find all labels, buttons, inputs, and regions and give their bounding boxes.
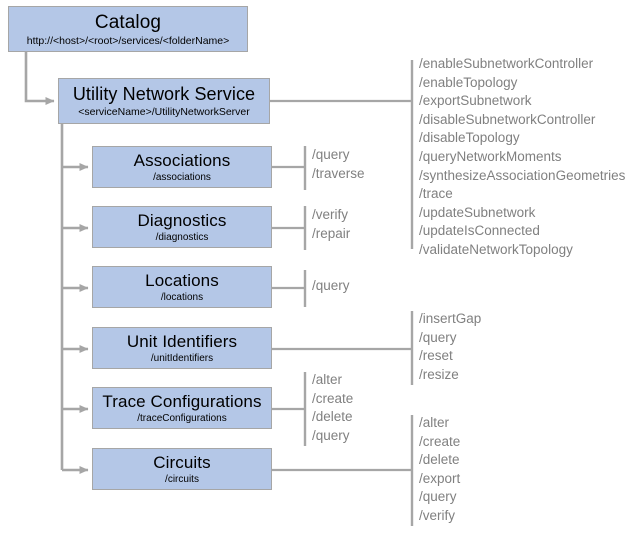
operation-item: /alter bbox=[312, 372, 343, 387]
operation-item: /traverse bbox=[312, 165, 365, 181]
operation-item: /repair bbox=[312, 225, 351, 241]
operation-item: /disableSubnetworkController bbox=[419, 111, 596, 127]
operation-item: /export bbox=[419, 470, 461, 486]
operations-unit-identifiers: /insertGap/query/reset/resize bbox=[419, 310, 481, 384]
node-catalog-title: Catalog bbox=[94, 11, 162, 33]
operation-item: /updateSubnetwork bbox=[419, 204, 536, 220]
operation-item: /exportSubnetwork bbox=[419, 93, 532, 109]
operation-item: /resize bbox=[419, 366, 459, 382]
node-locations[interactable]: Locations /locations bbox=[92, 266, 272, 308]
operation-item: /query bbox=[312, 278, 350, 293]
operation-item: /queryNetworkMoments bbox=[419, 148, 562, 164]
operation-item: /create bbox=[419, 433, 461, 449]
node-trace-configurations[interactable]: Trace Configurations /traceConfiguration… bbox=[92, 387, 272, 429]
operation-item: /query bbox=[419, 329, 457, 345]
operation-item: /query bbox=[312, 147, 350, 162]
node-utility-network-service-path: <serviceName>/UtilityNetworkServer bbox=[78, 106, 250, 118]
operations-locations: /query bbox=[312, 277, 350, 296]
node-associations-path: /associations bbox=[153, 171, 211, 183]
operation-item: /insertGap bbox=[419, 311, 482, 326]
node-circuits-path: /circuits bbox=[165, 473, 199, 485]
node-trace-configurations-title: Trace Configurations bbox=[102, 391, 262, 411]
node-diagnostics-title: Diagnostics bbox=[137, 210, 227, 230]
operation-item: /create bbox=[312, 390, 354, 406]
node-catalog-path: http://<host>/<root>/services/<folderNam… bbox=[26, 34, 230, 47]
operation-item: /enableTopology bbox=[419, 74, 518, 90]
node-catalog[interactable]: Catalog http://<host>/<root>/services/<f… bbox=[8, 6, 248, 52]
operation-item: /validateNetworkTopology bbox=[419, 241, 573, 257]
edge-catalog-to-service bbox=[24, 52, 55, 105]
node-unit-identifiers-title: Unit Identifiers bbox=[126, 331, 238, 351]
operation-item: /synthesizeAssociationGeometries bbox=[419, 167, 626, 183]
operation-item: /alter bbox=[419, 415, 450, 430]
node-associations-title: Associations bbox=[133, 150, 231, 170]
operation-item: /reset bbox=[419, 348, 453, 364]
operation-item: /updateIsConnected bbox=[419, 223, 540, 239]
operation-item: /delete bbox=[419, 452, 460, 468]
node-trace-configurations-path: /traceConfigurations bbox=[137, 412, 227, 424]
operation-item: /query bbox=[419, 489, 457, 505]
operation-item: /disableTopology bbox=[419, 130, 520, 146]
operation-item: /enableSubnetworkController bbox=[419, 56, 594, 71]
node-locations-path: /locations bbox=[160, 291, 204, 303]
node-circuits-title: Circuits bbox=[153, 452, 211, 472]
node-utility-network-service-title: Utility Network Service bbox=[72, 84, 256, 104]
operations-associations: /query/traverse bbox=[312, 146, 365, 183]
node-diagnostics-path: /diagnostics bbox=[155, 231, 209, 243]
operations-utility-network-service: /enableSubnetworkController/enableTopolo… bbox=[419, 55, 625, 260]
node-unit-identifiers[interactable]: Unit Identifiers /unitIdentifiers bbox=[92, 327, 272, 369]
node-associations[interactable]: Associations /associations bbox=[92, 146, 272, 188]
operations-trace-configurations: /alter/create/delete/query bbox=[312, 371, 353, 445]
operation-item: /trace bbox=[419, 186, 453, 202]
node-unit-identifiers-path: /unitIdentifiers bbox=[150, 352, 214, 364]
operation-item: /delete bbox=[312, 409, 353, 425]
operations-circuits: /alter/create/delete/export/query/verify bbox=[419, 414, 460, 526]
operation-item: /verify bbox=[312, 207, 349, 222]
node-locations-title: Locations bbox=[145, 270, 219, 290]
operation-item: /query bbox=[312, 427, 350, 443]
node-diagnostics[interactable]: Diagnostics /diagnostics bbox=[92, 206, 272, 248]
operations-diagnostics: /verify/repair bbox=[312, 206, 350, 243]
node-circuits[interactable]: Circuits /circuits bbox=[92, 448, 272, 490]
operation-item: /verify bbox=[419, 507, 456, 523]
node-utility-network-service[interactable]: Utility Network Service <serviceName>/Ut… bbox=[58, 78, 270, 124]
